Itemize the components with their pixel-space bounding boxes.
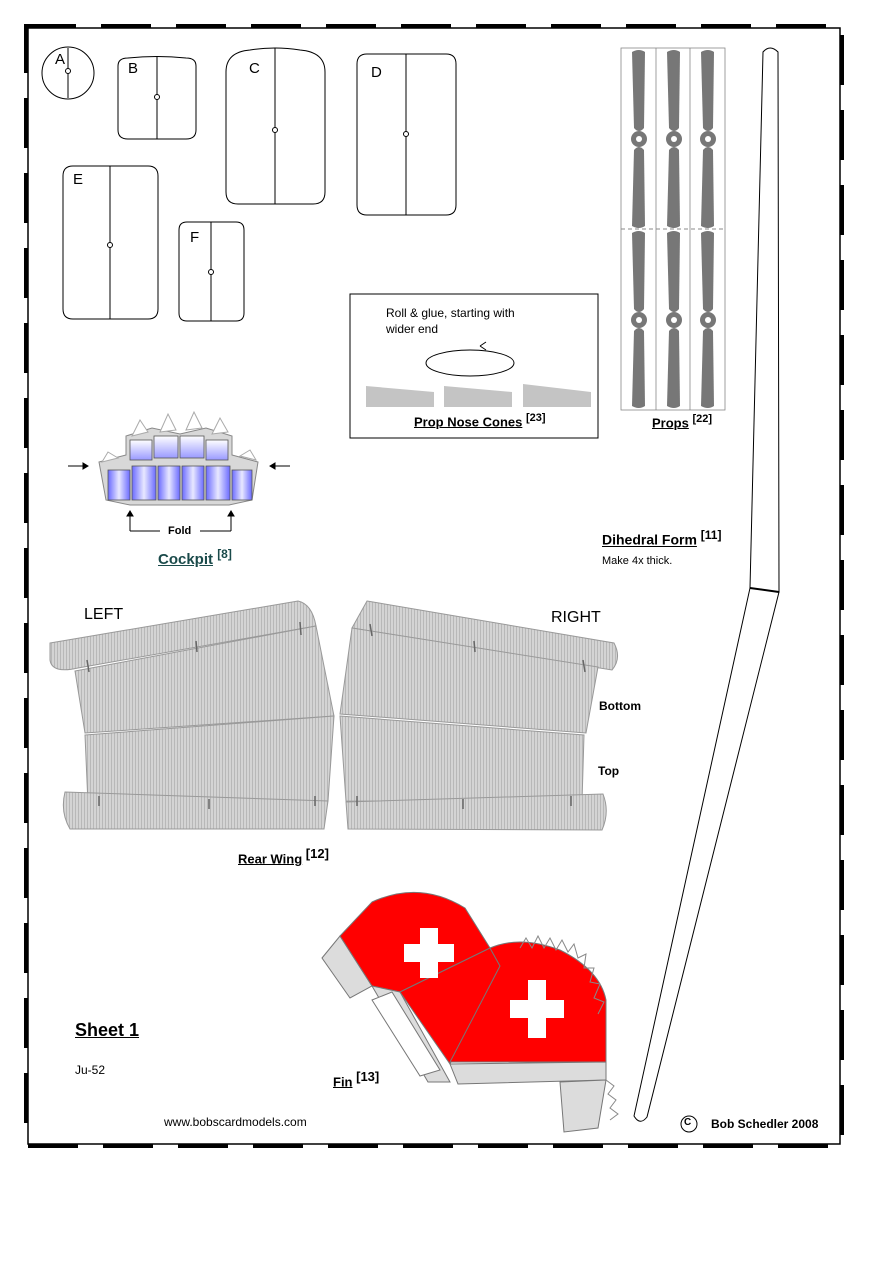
prop-nose-cones-box	[349, 293, 599, 439]
part-f-label: F	[190, 229, 200, 246]
dihedral-form	[633, 47, 780, 1122]
footer-website: www.bobscardmodels.com	[164, 1115, 307, 1129]
nose-cones-instruction: Roll & glue, starting with	[386, 306, 515, 320]
fin-title: Fin [13]	[333, 1069, 379, 1089]
rear-wing-bottom-label: Bottom	[599, 699, 641, 713]
dihedral-form-title-text: Dihedral Form	[602, 531, 697, 548]
footer-copyright: Bob Schedler 2008	[711, 1117, 819, 1131]
part-e	[62, 165, 159, 320]
rear-wing-left-label: LEFT	[84, 606, 124, 623]
fin-title-text: Fin	[333, 1074, 353, 1090]
rear-wing-title-text: Rear Wing	[238, 851, 303, 867]
part-f	[178, 221, 245, 322]
nose-cones-instruction-line2: wider end	[386, 322, 439, 336]
part-c-label: C	[249, 60, 260, 77]
part-a-circle	[41, 46, 95, 100]
cockpit-ref: [8]	[217, 547, 232, 561]
cockpit-part	[68, 410, 290, 532]
rear-wing-part	[49, 600, 618, 831]
sheet-title: Sheet 1	[75, 1020, 140, 1040]
cockpit-title-text: Cockpit	[158, 551, 214, 568]
rear-wing-top-label: Top	[598, 764, 620, 778]
rear-wing-ref: [12]	[305, 846, 329, 861]
sheet-model: Ju-52	[75, 1063, 106, 1077]
copyright-circle	[680, 1115, 698, 1133]
border-frame	[24, 24, 844, 1148]
part-c	[225, 47, 326, 205]
nose-cones-title: Prop Nose Cones [23]	[414, 412, 546, 429]
part-e-label: E	[73, 171, 84, 188]
cockpit-fold-label: Fold	[166, 525, 194, 537]
nose-cones-ref: [23]	[525, 412, 546, 424]
nose-cones-title-text: Prop Nose Cones	[414, 414, 523, 430]
copyright-symbol: C	[684, 1117, 692, 1128]
props-ref: [22]	[692, 413, 713, 425]
part-a-label: A	[55, 51, 66, 68]
part-d	[356, 53, 457, 216]
props-title-text: Props	[652, 415, 689, 431]
props-strip	[620, 47, 726, 411]
dihedral-form-note: Make 4x thick.	[602, 555, 673, 567]
part-b	[117, 56, 197, 140]
fin-ref: [13]	[356, 1069, 380, 1084]
dihedral-form-title: Dihedral Form [11]	[602, 528, 721, 548]
part-b-label: B	[128, 60, 139, 77]
part-d-label: D	[371, 64, 382, 81]
cockpit-title: Cockpit [8]	[158, 547, 232, 568]
rear-wing-title: Rear Wing [12]	[238, 846, 329, 866]
fin-part	[321, 891, 619, 1133]
rear-wing-right-label: RIGHT	[551, 609, 601, 626]
dihedral-form-ref: [11]	[700, 528, 722, 542]
props-title: Props [22]	[652, 413, 712, 430]
